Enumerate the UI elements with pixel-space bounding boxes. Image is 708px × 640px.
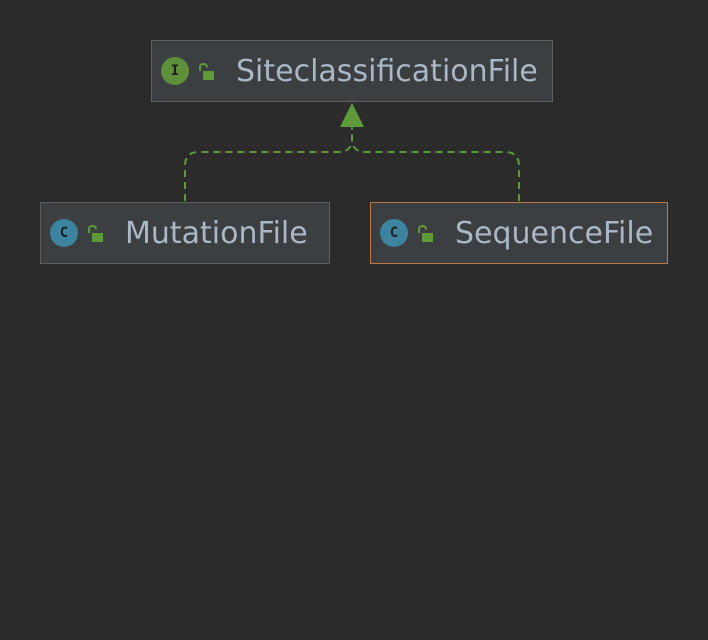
class-icon: C [380,219,408,247]
edge-sequence-file-implements [351,127,520,201]
implements-arrowhead [340,103,364,127]
public-visibility-icon [199,62,214,80]
interface-icon: I [161,57,189,85]
edge-mutation-file-implements [184,127,353,201]
node-name: SequenceFile [455,216,654,251]
node-name: MutationFile [125,216,308,251]
node-mutation-file[interactable]: C MutationFile [40,202,330,264]
node-sequence-file[interactable]: C SequenceFile [370,202,668,264]
node-name: SiteclassificationFile [236,54,538,89]
public-visibility-icon [88,224,103,242]
node-siteclassification-file[interactable]: I SiteclassificationFile [151,40,553,102]
class-icon: C [50,219,78,247]
public-visibility-icon [418,224,433,242]
